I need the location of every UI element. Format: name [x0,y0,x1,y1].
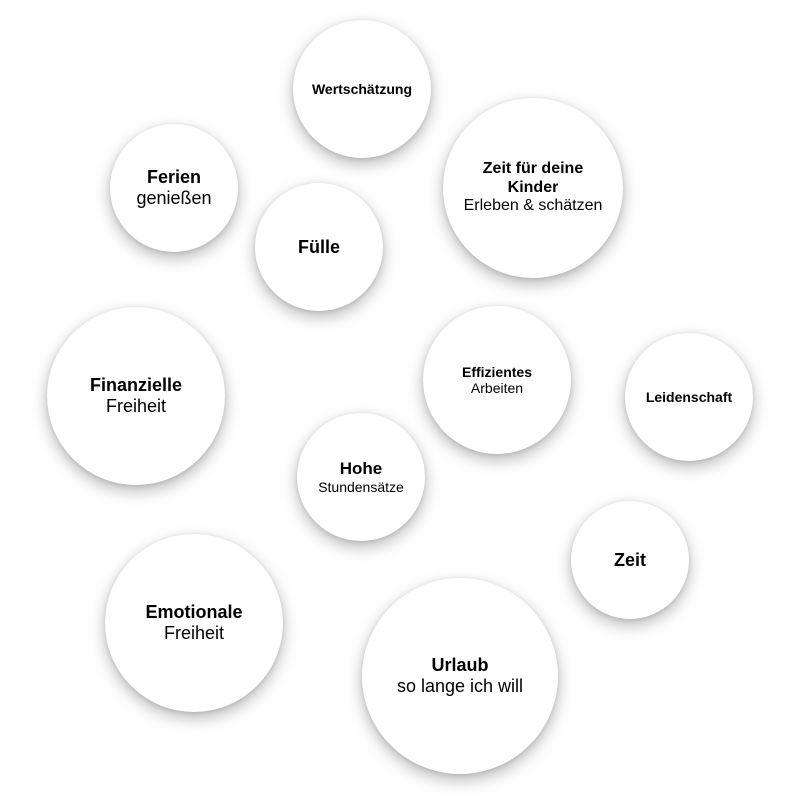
bubble-urlaub: Urlaub so lange ich will [362,578,558,774]
bubble-title: Fülle [297,236,340,257]
bubble-ferien: Ferien genießen [110,124,238,252]
bubble-subtitle: genießen [136,188,212,208]
bubble-title: Zeit für deine Kinder [482,160,584,196]
bubble-title: Effizientes [461,363,532,380]
bubble-title: Ferien [146,167,202,188]
bubble-leidenschaft: Leidenschaft [625,333,753,461]
bubble-subtitle: Freiheit [105,396,167,416]
bubble-subtitle: Arbeiten [470,380,524,396]
bubble-title: Zeit [613,549,646,570]
bubble-title: Hohe [339,459,383,479]
bubble-title: Wertschätzung [311,80,413,97]
bubble-finanzielle-freiheit: Finanzielle Freiheit [47,307,225,485]
bubble-subtitle: Freiheit [163,623,225,643]
bubble-emotionale-freiheit: Emotionale Freiheit [105,534,283,712]
bubble-title: Emotionale [145,602,243,623]
bubble-subtitle: Erleben & schätzen [463,197,603,215]
bubble-hohe-stundensaetze: Hohe Stundensätze [297,413,425,541]
bubble-wertschaetzung: Wertschätzung [293,20,431,158]
bubble-effizientes-arbeiten: Effizientes Arbeiten [423,306,571,454]
bubble-subtitle: so lange ich will [396,676,524,696]
bubble-fuelle: Fülle [255,183,383,311]
bubble-title: Finanzielle [89,375,183,396]
bubble-zeit: Zeit [571,501,689,619]
bubble-title: Leidenschaft [645,388,733,405]
bubble-title: Urlaub [431,655,489,676]
bubble-subtitle: Stundensätze [318,478,404,495]
bubble-zeit-fuer-kinder: Zeit für deine Kinder Erleben & schätzen [443,98,623,278]
